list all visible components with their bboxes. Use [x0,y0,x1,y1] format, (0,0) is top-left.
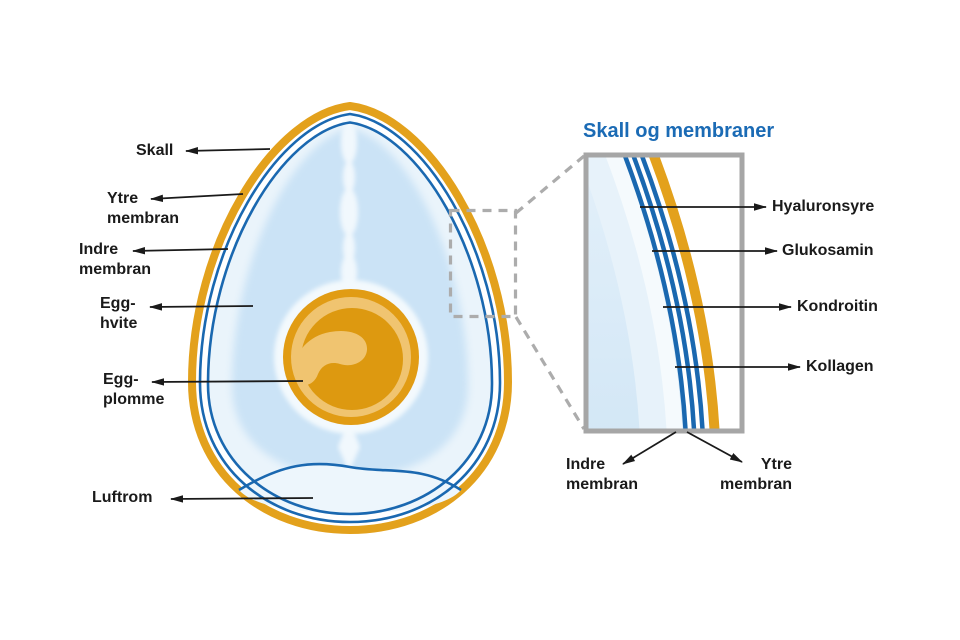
inset-panel [583,152,745,434]
label-luftrom: Luftrom [92,489,153,506]
zoom-connector-top [514,154,586,215]
label-hyaluronsyre: Hyaluronsyre [772,198,875,215]
arrow-inset-indre-membran [622,431,677,465]
label-kondroitin: Kondroitin [797,298,878,315]
zoom-connector-bottom [514,316,586,430]
zoom-region [448,154,586,430]
label-indre-membran: Indre membran [79,241,152,278]
egg-yolk [274,280,428,434]
label-inset-ytre-membran: Ytre membran [719,456,792,493]
inset-frame [583,152,745,434]
arrow-egg-plomme [151,378,304,386]
inset-lighter-band [605,155,683,431]
label-egg-hvite: Egg-hvite [100,295,138,332]
label-arrows [132,147,801,503]
inset-light-band [586,155,668,431]
arrow-inset-ytre-membran [686,431,743,463]
inset-shell-layer [648,155,720,431]
label-kollagen: Kollagen [806,358,874,375]
arrow-skall [185,147,271,155]
inset-membrane-2 [630,155,697,431]
outer-membrane-line [198,112,502,524]
arrow-egg-hvite [149,303,254,311]
air-space [239,463,461,513]
inset-title: Skall og membraner [583,120,775,142]
label-ytre-membran: Ytre membran [107,190,180,227]
arrow-indre-membran [132,247,229,255]
label-inset-indre-membran: Indre membran [566,456,639,493]
inset-membrane-1 [622,155,688,431]
label-skall: Skall [136,142,174,159]
inner-membrane-line [206,121,494,516]
yolk-highlight [294,330,368,385]
arrow-ytre-membran [150,193,244,203]
air-cell-membrane-line [238,462,462,492]
egg-illustration [187,101,513,535]
arrow-luftrom [170,495,314,503]
inset-membrane-3 [639,155,705,431]
label-glukosamin: Glukosamin [782,242,874,259]
zoom-box [448,208,518,319]
label-egg-plomme: Egg-plomme [103,371,165,408]
